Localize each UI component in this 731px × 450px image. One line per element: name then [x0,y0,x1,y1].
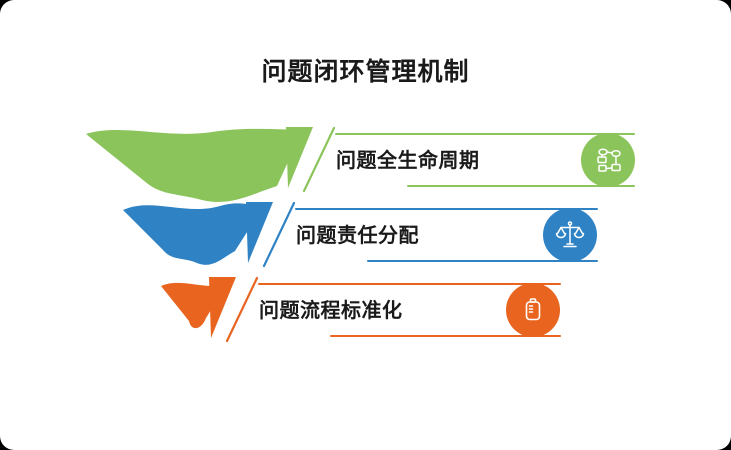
banner-left-diagonal [302,126,336,193]
banner-row-1: 问题全生命周期 [286,126,635,193]
banner-label: 问题责任分配 [296,223,419,247]
banner-left-diagonal [225,276,259,343]
funnel-segment-top [86,128,303,202]
banner-row-2: 问题责任分配 [246,201,598,268]
banner-label: 问题流程标准化 [259,298,403,322]
banner-left-diagonal [262,201,296,268]
battery-icon [525,298,541,321]
banner-accent-slash [209,277,236,338]
flowchart-icon [597,148,621,172]
funnel-segment-middle [123,203,263,265]
banner-accent-slash [286,127,313,188]
banner-row-3: 问题流程标准化 [209,276,561,343]
banner-accent-slash [246,202,273,263]
scale-icon [555,221,585,248]
icon-badge [506,283,560,337]
page-title: 问题闭环管理机制 [261,58,470,86]
icon-badge [581,133,635,187]
banner-label: 问题全生命周期 [336,148,480,172]
